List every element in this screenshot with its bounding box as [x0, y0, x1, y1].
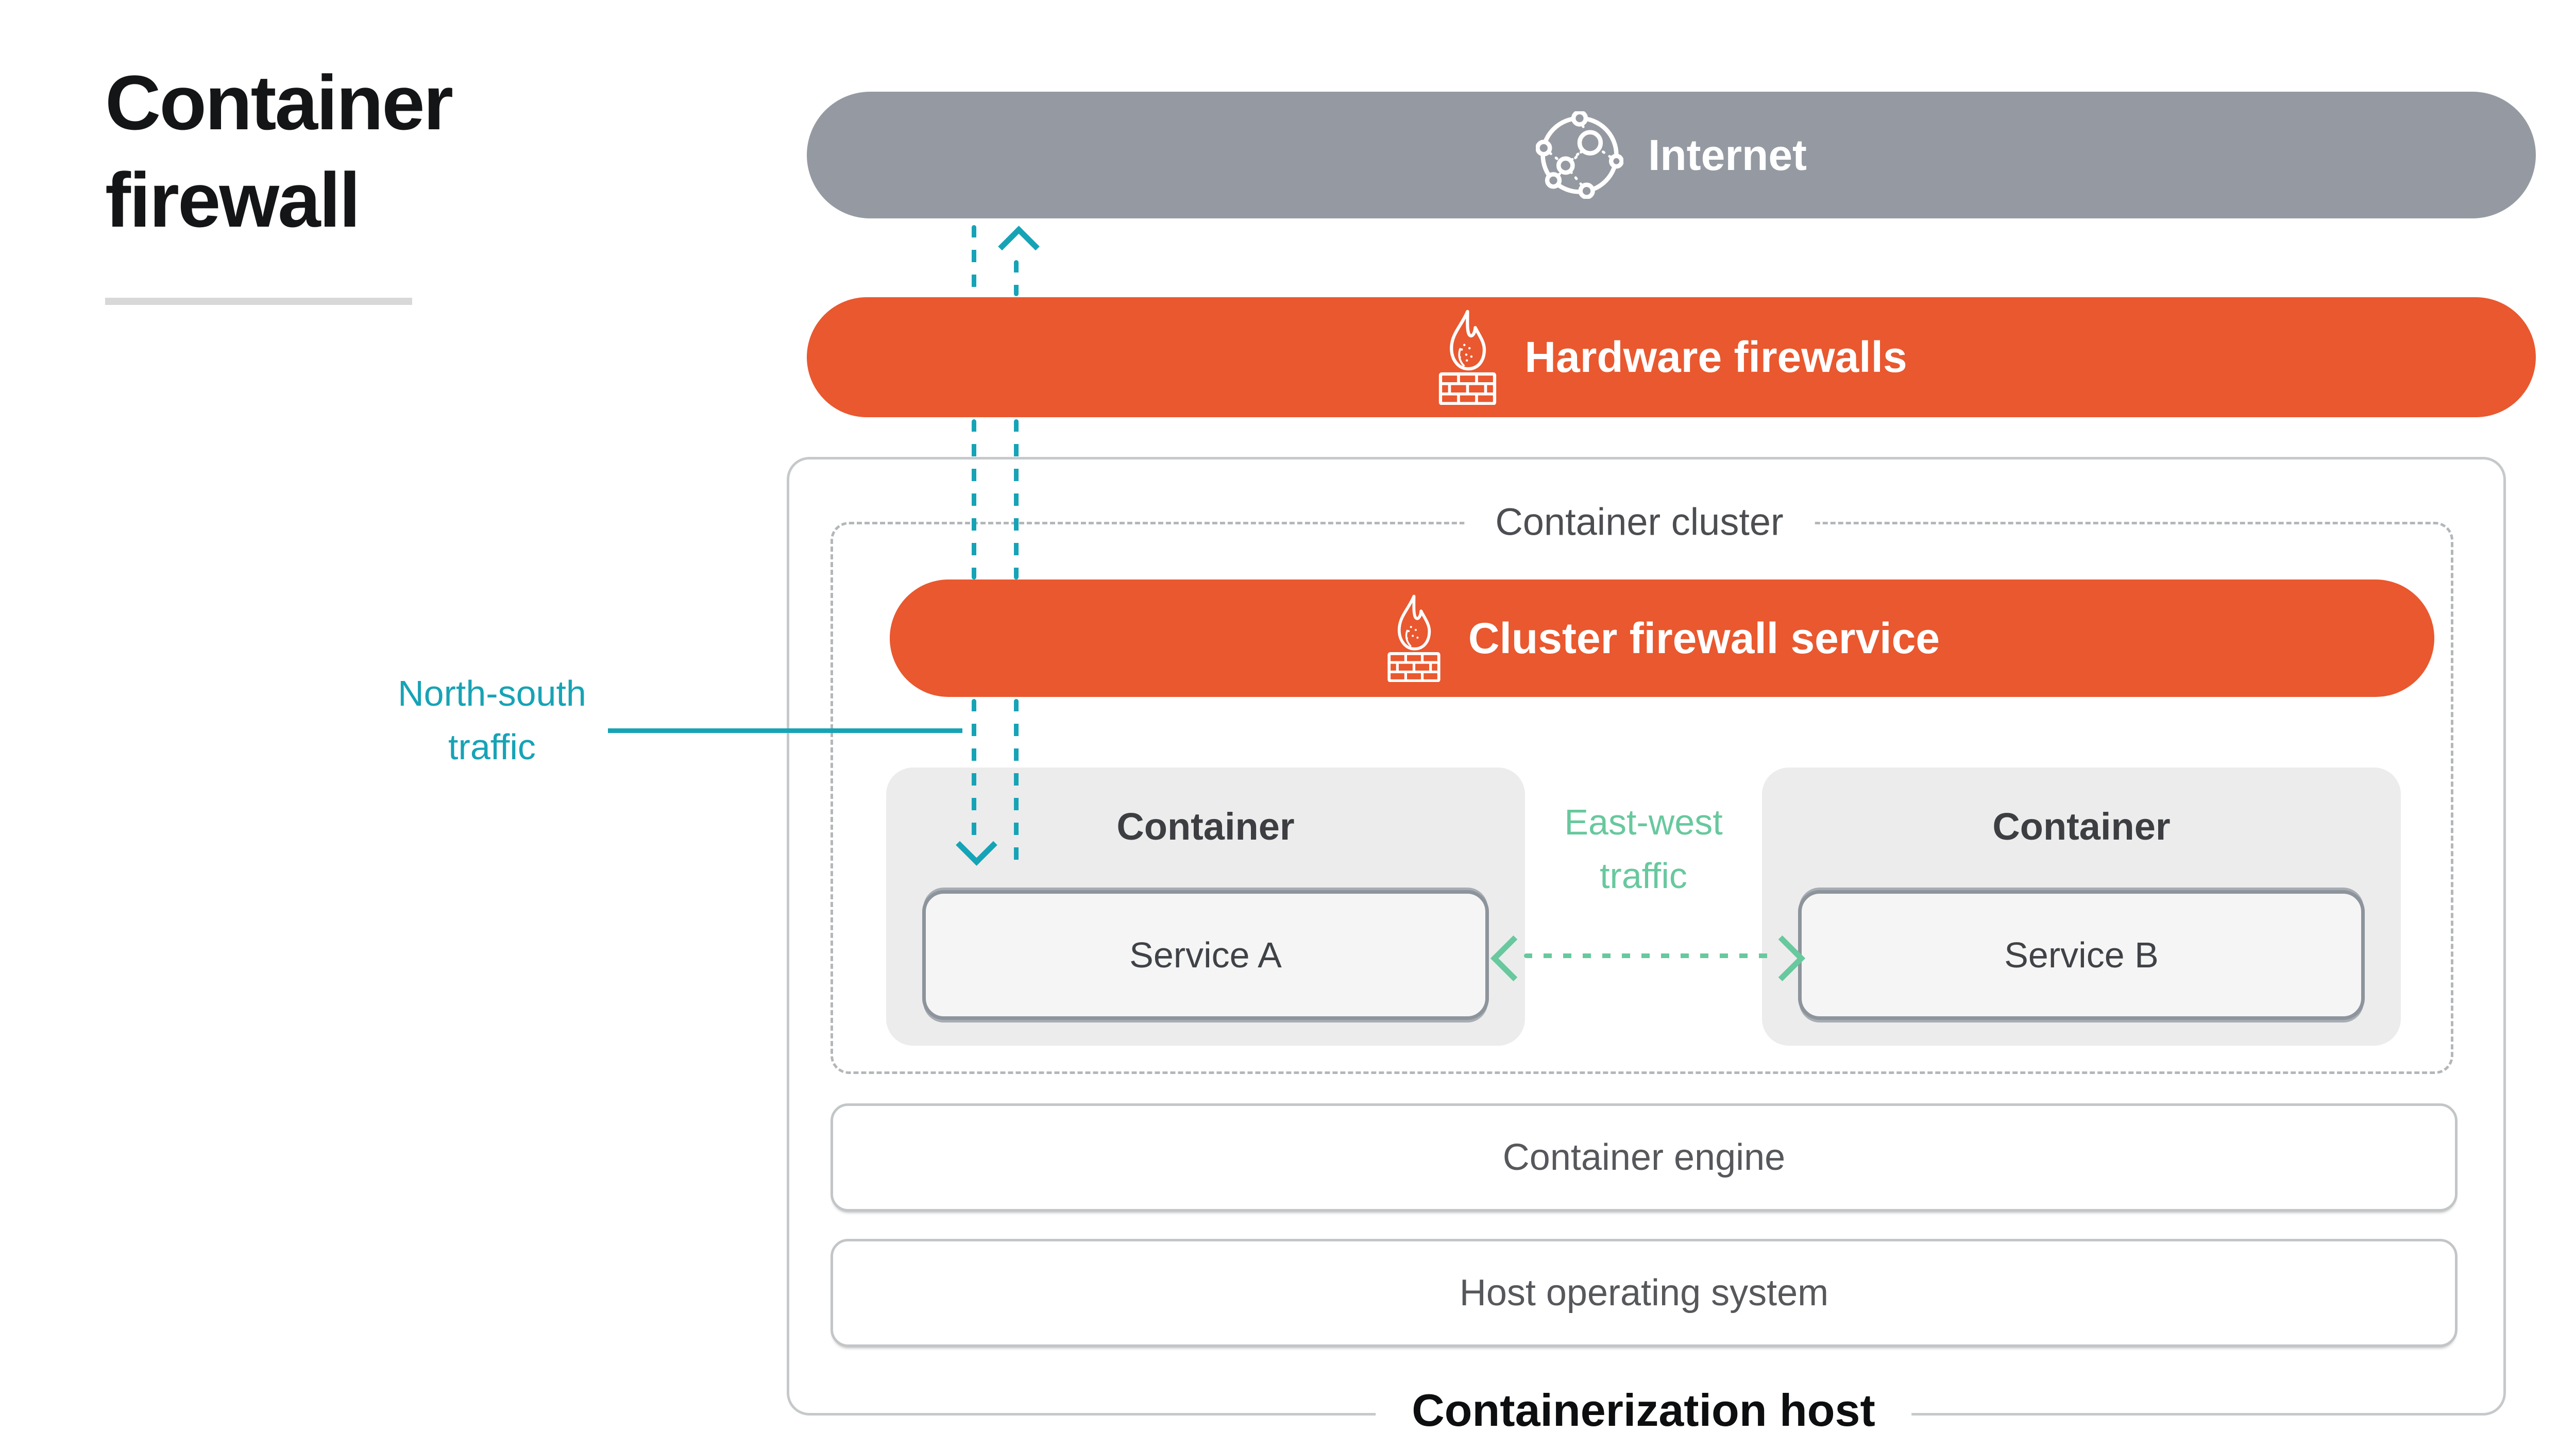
north-south-dash-up-bottom: [1014, 699, 1019, 866]
north-south-dash-up-top: [1014, 260, 1019, 296]
container-cluster-label: Container cluster: [1464, 500, 1815, 544]
page-title-line1: Container: [105, 59, 453, 146]
title-divider: [105, 298, 412, 305]
north-south-line2: traffic: [448, 726, 536, 767]
container-engine-label: Container engine: [1502, 1137, 1786, 1178]
cluster-firewall-service-bar: Cluster firewall service: [890, 579, 2434, 697]
north-south-dash-down-mid: [972, 419, 976, 579]
container-left-title: Container: [1116, 805, 1295, 848]
internet-bar: Internet: [807, 92, 2536, 218]
east-west-line2: traffic: [1600, 855, 1687, 896]
page-title: Container firewall: [105, 54, 453, 249]
north-south-dash-up-mid: [1014, 419, 1019, 579]
north-south-dash-down-bottom: [972, 699, 976, 843]
service-a-label: Service A: [1129, 935, 1282, 975]
internet-label: Internet: [1648, 130, 1807, 179]
network-globe-icon: [1535, 111, 1623, 199]
firewall-flame-brick-icon: [1435, 310, 1500, 405]
hardware-firewalls-bar: Hardware firewalls: [807, 297, 2536, 417]
page-title-line2: firewall: [105, 157, 361, 243]
north-south-line1: North-south: [398, 673, 586, 713]
hardware-firewalls-label: Hardware firewalls: [1524, 333, 1907, 381]
north-south-pointer-line: [608, 728, 962, 733]
east-west-traffic-label: East-west traffic: [1564, 796, 1722, 902]
service-a-box: Service A: [922, 890, 1489, 1020]
north-south-dash-down-top: [972, 225, 976, 296]
host-operating-system-box: Host operating system: [831, 1239, 2458, 1347]
host-operating-system-label: Host operating system: [1459, 1272, 1829, 1314]
north-south-up-arrow-icon: [998, 226, 1040, 267]
container-right-title: Container: [1992, 805, 2171, 848]
containerization-host-label: Containerization host: [1376, 1384, 1911, 1437]
container-engine-box: Container engine: [831, 1103, 2458, 1212]
service-b-box: Service B: [1798, 890, 2365, 1020]
east-west-dotted-line: [1524, 953, 1771, 958]
east-west-line1: East-west: [1564, 802, 1723, 842]
north-south-traffic-label: North-south traffic: [398, 667, 586, 774]
service-b-label: Service B: [2004, 935, 2159, 975]
cluster-firewall-service-label: Cluster firewall service: [1468, 613, 1940, 662]
firewall-flame-brick-icon: [1384, 594, 1444, 682]
